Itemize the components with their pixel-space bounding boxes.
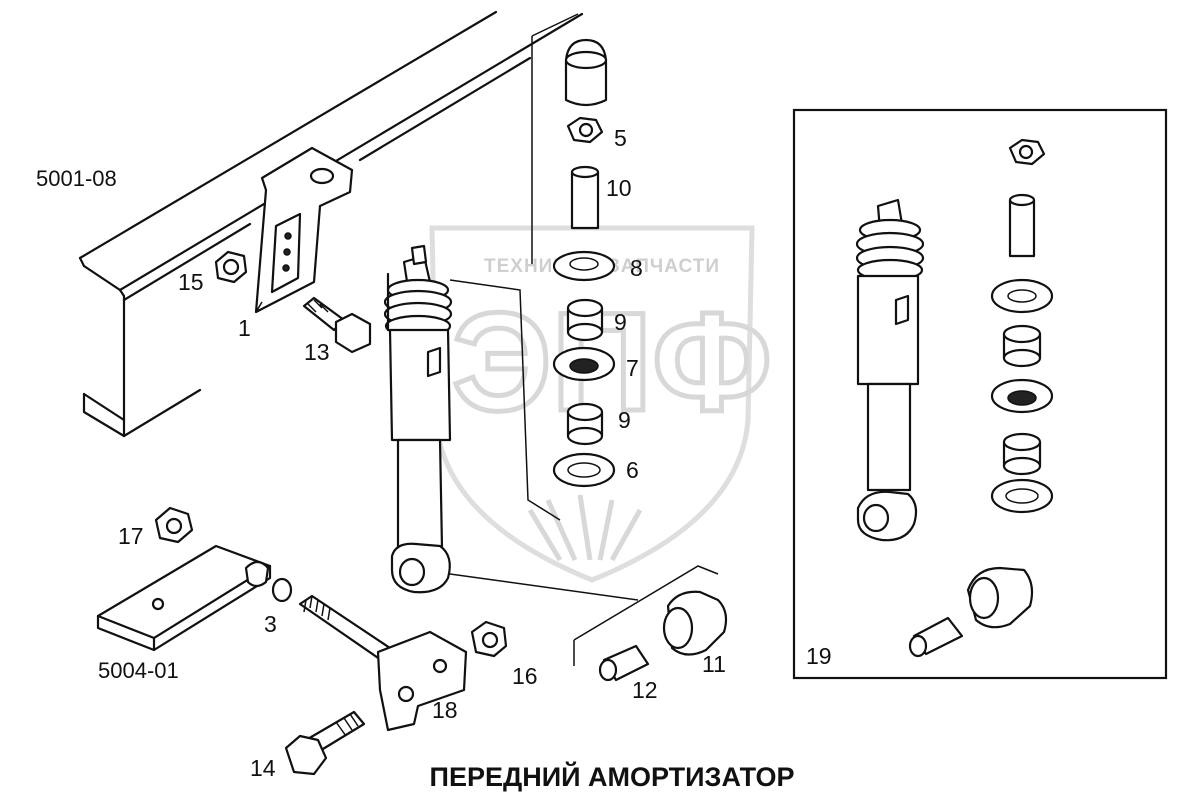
label-part-7: 7 — [626, 355, 639, 381]
label-part-8: 8 — [630, 255, 643, 281]
frame-bracket — [254, 146, 354, 314]
label-part-12: 12 — [632, 677, 658, 703]
label-part-13: 13 — [304, 339, 330, 365]
label-part-6: 6 — [626, 457, 639, 483]
shock-absorber-main — [383, 244, 453, 594]
frame-rail — [78, 10, 584, 438]
label-part-3: 3 — [264, 611, 277, 637]
ref-frame: 5001-08 — [36, 166, 117, 191]
label-part-18: 18 — [432, 697, 458, 723]
mount-stack — [531, 13, 616, 488]
label-part-17: 17 — [118, 523, 144, 549]
label-part-19: 19 — [806, 643, 832, 669]
label-part-1: 1 — [238, 315, 251, 341]
nut-15 — [214, 250, 248, 284]
spring-plate — [96, 506, 508, 776]
label-part-10: 10 — [606, 175, 632, 201]
label-part-15: 15 — [178, 269, 204, 295]
label-part-16: 16 — [512, 663, 538, 689]
inset-box — [792, 108, 1168, 680]
leader-shock-top — [449, 279, 561, 521]
leader-shock-bottom — [449, 573, 639, 601]
label-part-5: 5 — [614, 125, 627, 151]
bushings — [573, 565, 728, 682]
ref-spring: 5004-01 — [98, 658, 179, 683]
label-part-11: 11 — [702, 651, 726, 677]
bolt-13 — [302, 296, 372, 354]
label-part-14: 14 — [250, 755, 276, 781]
watermark: ТЕХНИКА И ЗАПЧАСТИ ЭПФ — [429, 225, 774, 583]
label-part-9-upper: 9 — [614, 309, 627, 335]
label-part-9-lower: 9 — [618, 407, 631, 433]
diagram-title: ПЕРЕДНИЙ АМОРТИЗАТОР — [430, 761, 795, 792]
